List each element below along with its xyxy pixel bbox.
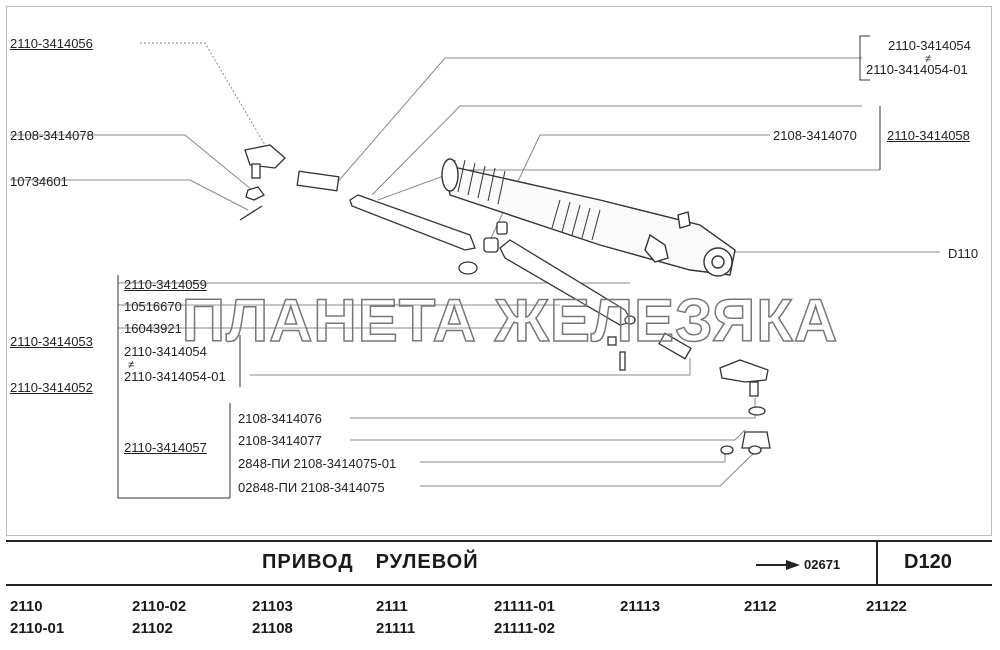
model-item[interactable]: 21102: [132, 620, 173, 637]
title-divider: [876, 540, 878, 586]
label-2108-3414077[interactable]: 2108-3414077: [238, 433, 322, 448]
model-item[interactable]: 2110-01: [10, 620, 65, 637]
not-equal-symbol-mid: ≠: [128, 359, 135, 371]
exploded-view-drawing: [10, 35, 940, 499]
tie-rods: [296, 170, 692, 360]
model-item[interactable]: 21111: [376, 620, 416, 637]
label-2110-3414054-01-mid[interactable]: 2110-3414054-01: [124, 369, 226, 384]
title-word-2: РУЛЕВОЙ: [375, 551, 479, 573]
label-2848-pi-2108-3414075-01[interactable]: 2848-ПИ 2108-3414075-01: [238, 456, 397, 471]
label-02848-pi-2108-3414075[interactable]: 02848-ПИ 2108-3414075: [238, 480, 385, 495]
model-item[interactable]: 2110-02: [132, 598, 187, 615]
right-arrow-icon: [756, 560, 800, 570]
label-2110-3414054-mid[interactable]: 2110-3414054: [124, 344, 207, 359]
model-item[interactable]: 2110: [10, 598, 43, 615]
model-item[interactable]: 21111-02: [494, 620, 555, 637]
label-2110-3414057[interactable]: 2110-3414057: [124, 440, 207, 455]
reference-link[interactable]: 02671: [804, 557, 841, 572]
label-2110-3414053[interactable]: 2110-3414053: [10, 334, 93, 349]
label-2110-3414056[interactable]: 2110-3414056: [10, 36, 93, 51]
label-2110-3414052[interactable]: 2110-3414052: [10, 380, 93, 395]
label-2110-3414058[interactable]: 2110-3414058: [887, 128, 970, 143]
model-item[interactable]: 2111: [376, 598, 408, 615]
label-10734601[interactable]: 10734601: [10, 174, 68, 189]
label-16043921[interactable]: 16043921: [124, 321, 182, 336]
small-parts: [239, 144, 771, 455]
label-d110[interactable]: D110: [948, 246, 979, 261]
model-item[interactable]: 21122: [866, 598, 907, 615]
title-bar: [6, 540, 992, 586]
label-2110-3414054-01-top[interactable]: 2110-3414054-01: [866, 62, 968, 77]
page-title: ПРИВОД РУЛЕВОЙ: [262, 551, 501, 574]
label-2108-3414076[interactable]: 2108-3414076: [238, 411, 322, 426]
diagram-frame: [6, 6, 992, 536]
not-equal-symbol-top: ≠: [925, 53, 932, 65]
model-item[interactable]: 2112: [744, 598, 777, 615]
model-item[interactable]: 21113: [620, 598, 661, 615]
model-item[interactable]: 21111-01: [494, 598, 555, 615]
label-2110-3414059[interactable]: 2110-3414059: [124, 277, 207, 292]
label-2110-3414054-top[interactable]: 2110-3414054: [888, 38, 971, 53]
model-item[interactable]: 21103: [252, 598, 293, 615]
label-10516670[interactable]: 10516670: [124, 299, 182, 314]
label-2108-3414078[interactable]: 2108-3414078: [10, 128, 94, 143]
label-2108-3414070[interactable]: 2108-3414070: [773, 128, 857, 143]
model-item[interactable]: 21108: [252, 620, 293, 637]
sheet-code: D120: [904, 551, 952, 573]
title-word-1: ПРИВОД: [262, 551, 354, 573]
steering-rack: [441, 158, 736, 277]
